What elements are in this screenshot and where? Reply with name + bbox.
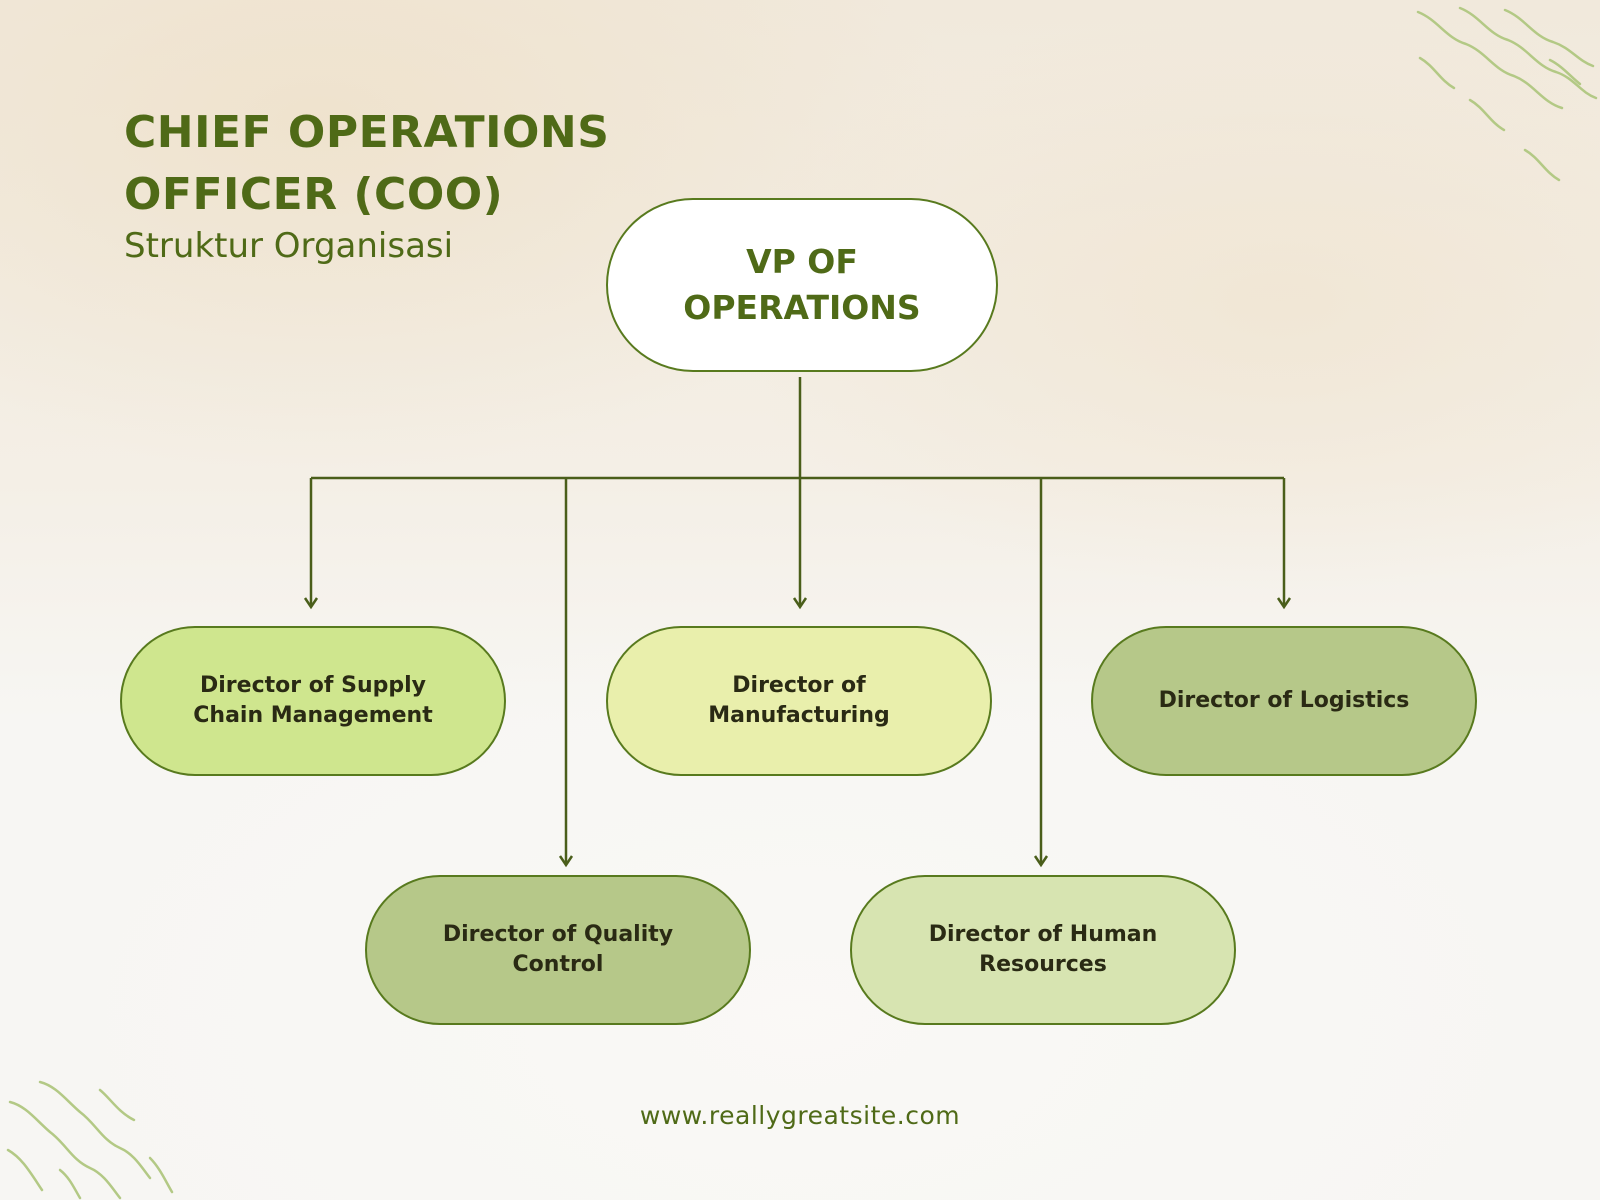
node-director-manufacturing-label: Director of Manufacturing: [708, 673, 890, 728]
page-title: CHIEF OPERATIONS OFFICER (COO): [124, 107, 610, 220]
node-vp-of-operations: VP OF OPERATIONS: [606, 198, 998, 372]
node-director-logistics: Director of Logistics: [1091, 626, 1477, 776]
arrowhead-hr: [1033, 855, 1049, 868]
node-director-supply-chain: Director of Supply Chain Management: [120, 626, 506, 776]
node-vp-of-operations-label: VP OF OPERATIONS: [683, 242, 921, 327]
node-director-human-resources-label: Director of Human Resources: [928, 922, 1158, 977]
page-subtitle: Struktur Organisasi: [124, 226, 454, 266]
website-url: www.reallygreatsite.com: [639, 1101, 961, 1130]
node-director-supply-chain-label: Director of Supply Chain Management: [193, 673, 433, 728]
node-director-manufacturing: Director of Manufacturing: [606, 626, 992, 776]
arrowhead-manufacturing: [792, 597, 808, 610]
node-director-quality-control: Director of Quality Control: [365, 875, 751, 1025]
node-director-human-resources: Director of Human Resources: [850, 875, 1236, 1025]
node-director-logistics-label: Director of Logistics: [1158, 688, 1410, 713]
node-director-quality-control-label: Director of Quality Control: [442, 922, 674, 977]
arrowhead-supply-chain: [303, 597, 319, 610]
arrowhead-logistics: [1276, 597, 1292, 610]
arrowhead-quality: [558, 855, 574, 868]
